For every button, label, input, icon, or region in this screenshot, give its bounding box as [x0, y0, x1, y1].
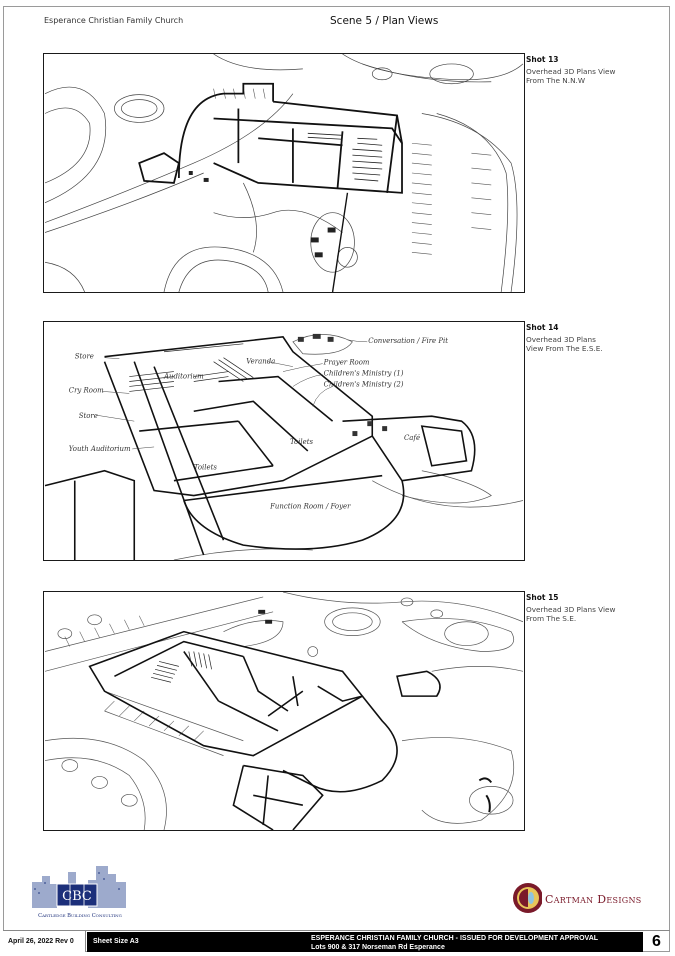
- shot-14-drawing: Store Auditorium Veranda Cry Room Store …: [43, 321, 525, 561]
- label-conversation-fire-pit: Conversation / Fire Pit: [368, 337, 448, 345]
- cartman-designs-logo: [512, 880, 652, 916]
- shot-15-desc-line2: From The S.E.: [526, 614, 577, 623]
- cartman-emblem-icon: [513, 883, 543, 913]
- project-title-line1: ESPERANCE CHRISTIAN FAMILY CHURCH - ISSU…: [311, 935, 599, 942]
- shot-13-desc-line1: Overhead 3D Plans View: [526, 67, 616, 76]
- label-auditorium: Auditorium: [163, 373, 204, 381]
- project-title-block: ESPERANCE CHRISTIAN FAMILY CHURCH - ISSU…: [311, 934, 598, 952]
- date-revision: April 26, 2022 Rev 0: [3, 931, 86, 952]
- project-address: Lots 900 & 317 Norseman Rd Esperance: [311, 944, 445, 951]
- cbc-skyline-icon: CBC Cartledge Building Consulting: [32, 866, 126, 919]
- scene-title: Scene 5 / Plan Views: [330, 15, 439, 27]
- shot-15-caption: Shot 15 Overhead 3D Plans View From The …: [526, 593, 666, 623]
- shot-13-title: Shot 13: [526, 55, 559, 64]
- shot-15-drawing: [43, 591, 525, 831]
- shot-15-desc-line1: Overhead 3D Plans View: [526, 605, 616, 614]
- cbc-company-name: Cartledge Building Consulting: [38, 913, 122, 919]
- project-name: Esperance Christian Family Church: [44, 16, 184, 25]
- label-cafe: Café: [404, 434, 420, 442]
- label-prayer-room: Prayer Room: [323, 359, 370, 367]
- sheet-size: Sheet Size A3: [93, 938, 139, 945]
- shot-13-desc-line2: From The N.N.W: [526, 76, 586, 85]
- shot-13-caption: Shot 13 Overhead 3D Plans View From The …: [526, 55, 666, 85]
- label-store-top: Store: [75, 353, 94, 361]
- label-youth-auditorium: Youth Auditorium: [69, 445, 131, 453]
- label-veranda: Veranda: [246, 358, 275, 366]
- label-toilets-left: Toilets: [194, 464, 218, 472]
- shot-15-plan-view: [44, 592, 524, 830]
- title-block-bar: Sheet Size A3 ESPERANCE CHRISTIAN FAMILY…: [87, 932, 643, 952]
- title-block: April 26, 2022 Rev 0 Sheet Size A3 ESPER…: [3, 930, 670, 952]
- label-childrens-ministry-1: Children's Ministry (1): [324, 370, 404, 378]
- shot-14-plan-view: Store Auditorium Veranda Cry Room Store …: [44, 333, 524, 560]
- label-cry-room: Cry Room: [69, 386, 104, 394]
- shot-14-caption: Shot 14 Overhead 3D Plans View From The …: [526, 323, 666, 353]
- shot-13-plan-view: [44, 54, 524, 292]
- cartman-designs-name: Cartman Designs: [545, 893, 642, 906]
- shot-13-drawing: [43, 53, 525, 293]
- label-function-room: Function Room / Foyer: [269, 502, 351, 510]
- cbc-logo: CBC Cartledge Building Consulting: [28, 862, 132, 920]
- cbc-initials: CBC: [62, 889, 92, 904]
- shot-14-desc-line2: View From The E.S.E.: [526, 344, 603, 353]
- label-toilets-right: Toilets: [290, 438, 314, 446]
- shot-14-desc-line1: Overhead 3D Plans: [526, 335, 596, 344]
- label-store-mid: Store: [79, 412, 98, 420]
- shot-14-title: Shot 14: [526, 323, 559, 332]
- shot-15-title: Shot 15: [526, 593, 559, 602]
- page-number: 6: [652, 933, 661, 950]
- label-childrens-ministry-2: Children's Ministry (2): [324, 380, 404, 388]
